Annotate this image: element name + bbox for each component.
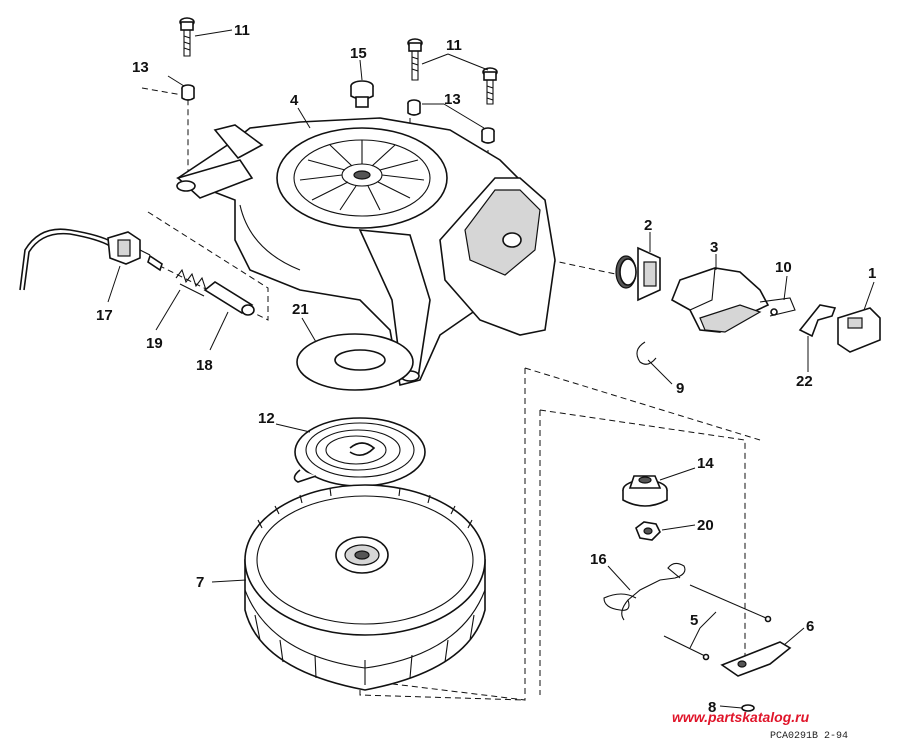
bushing-13-right <box>481 127 495 144</box>
callout-9: 9 <box>676 380 684 397</box>
sensor-wire-17 <box>19 228 151 291</box>
friction-spring-16 <box>603 562 686 621</box>
watermark: www.partskatalog.ru <box>672 709 810 725</box>
callout-15: 15 <box>350 45 367 62</box>
callout-10: 10 <box>775 259 792 276</box>
callout-17: 17 <box>96 307 113 324</box>
callout-12: 12 <box>258 410 275 427</box>
bracket-22 <box>798 304 837 338</box>
alignment-dashed-lines <box>141 87 761 701</box>
bolt-15 <box>350 80 374 108</box>
pawl-6 <box>720 641 792 677</box>
callout-21: 21 <box>292 301 309 318</box>
callout-22: 22 <box>796 373 813 390</box>
rope-pulley-7 <box>244 484 486 691</box>
bushing-13-mid <box>407 99 421 116</box>
pin <box>147 254 163 272</box>
callout-8: 8 <box>708 699 716 716</box>
callout-1: 1 <box>868 265 876 282</box>
rope-guide-2 <box>615 246 661 302</box>
nut-20 <box>635 521 661 541</box>
insert-1 <box>837 307 881 353</box>
drawing-code: PCA0291B 2-94 <box>770 731 848 742</box>
callout-11: 11 <box>446 37 462 54</box>
callout-16: 16 <box>590 551 607 568</box>
callout-20: 20 <box>697 517 714 534</box>
callout-18: 18 <box>196 357 213 374</box>
screw-11-left <box>179 17 195 57</box>
screw-11-right <box>482 67 498 105</box>
starter-handle-3 <box>670 267 770 333</box>
callout-6: 6 <box>806 618 814 635</box>
pawl-spring-5 <box>663 584 772 661</box>
callout-14: 14 <box>697 455 714 472</box>
washer-21 <box>296 333 414 391</box>
clip-10 <box>759 297 796 317</box>
callout-3: 3 <box>710 239 718 256</box>
recoil-spring-12 <box>293 417 426 487</box>
retainer-ring-9 <box>636 341 657 365</box>
callout-labels: 11 13 15 11 4 13 2 3 10 1 17 19 18 21 22… <box>96 22 876 716</box>
pawl-cam-14 <box>622 475 668 507</box>
callout-2: 2 <box>644 217 652 234</box>
callout-4: 4 <box>290 92 299 109</box>
spring-19 <box>175 268 207 297</box>
callout-leader-lines <box>107 29 875 709</box>
plunger-18 <box>203 281 255 316</box>
bushing-13-left <box>181 84 195 101</box>
screw-11-mid <box>407 38 423 81</box>
callout-19: 19 <box>146 335 163 352</box>
starter-housing-4 <box>176 117 556 386</box>
callout-11: 11 <box>234 22 250 39</box>
callout-5: 5 <box>690 612 698 629</box>
callout-7: 7 <box>196 574 204 591</box>
callout-13: 13 <box>132 59 149 76</box>
callout-13: 13 <box>444 91 461 108</box>
